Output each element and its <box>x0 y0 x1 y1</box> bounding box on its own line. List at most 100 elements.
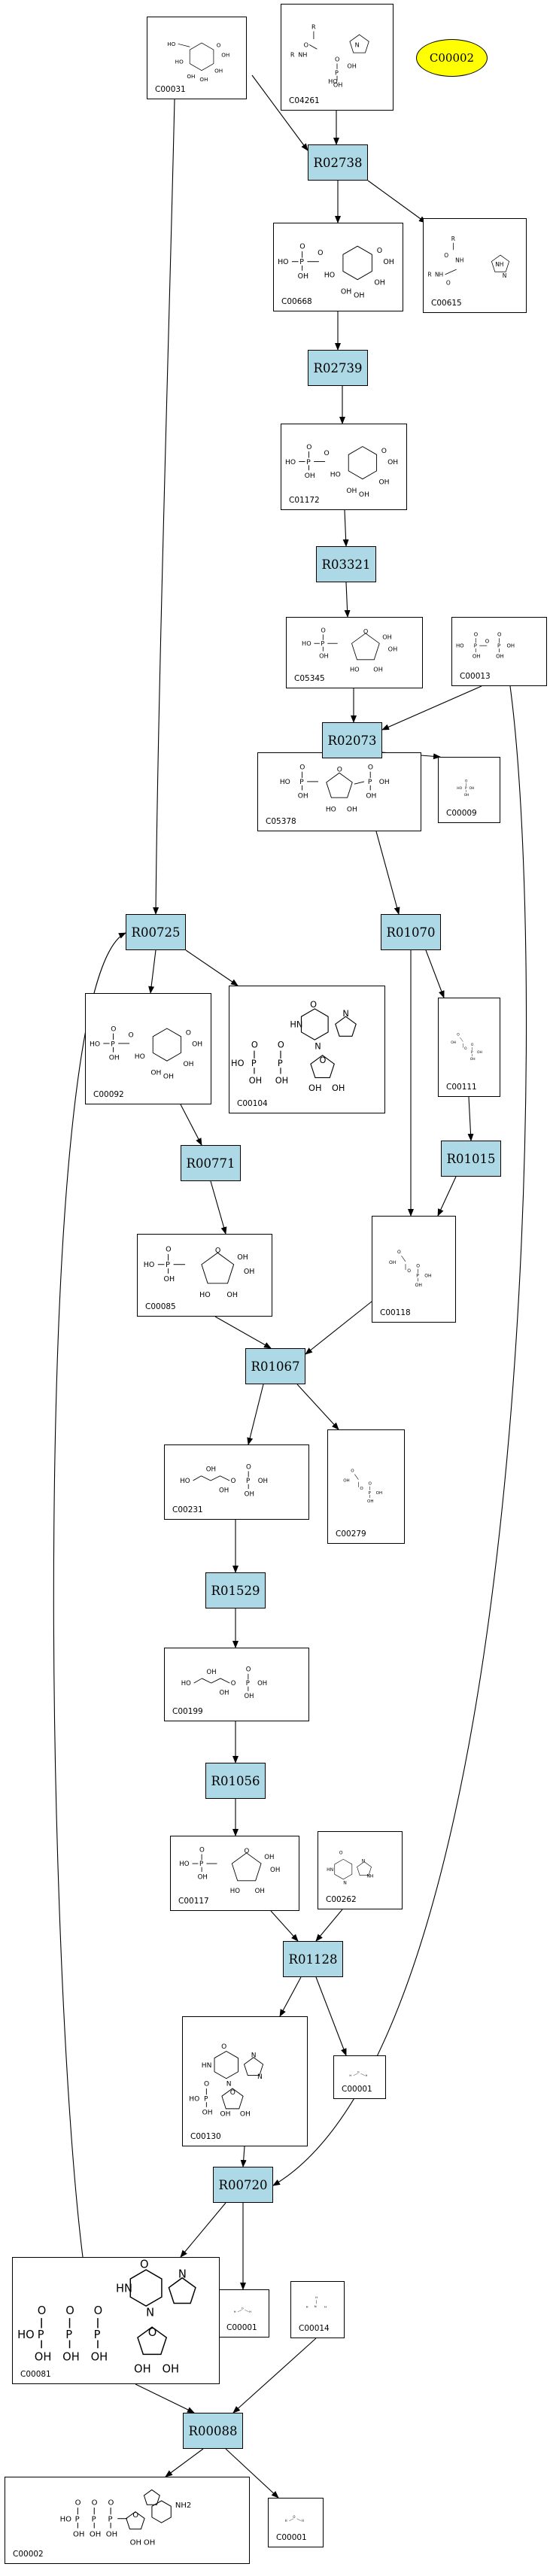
reaction-r01529[interactable]: R01529 <box>205 1572 266 1608</box>
svg-text:OH: OH <box>245 1490 254 1498</box>
svg-text:O: O <box>306 444 311 451</box>
structure-drawing: HOH <box>234 2307 251 2314</box>
compound-id-label: C04261 <box>289 96 320 105</box>
reaction-r01056[interactable]: R01056 <box>205 1763 266 1799</box>
svg-text:OH: OH <box>477 1050 482 1055</box>
svg-text:O: O <box>75 2499 81 2507</box>
reaction-r01015[interactable]: R01015 <box>441 1141 501 1177</box>
svg-text:O: O <box>299 764 305 771</box>
svg-text:N: N <box>226 2081 232 2088</box>
svg-text:P: P <box>369 1491 372 1496</box>
edge-c00031-r02738 <box>251 74 308 151</box>
reaction-r00771[interactable]: R00771 <box>181 1145 241 1181</box>
svg-text:P: P <box>465 786 467 791</box>
reaction-r03321[interactable]: R03321 <box>316 546 376 582</box>
reaction-r01067[interactable]: R01067 <box>245 1348 305 1384</box>
svg-text:O: O <box>148 2326 157 2339</box>
reaction-r02738[interactable]: R02738 <box>308 144 368 181</box>
compound-id-label: C00199 <box>172 1707 203 1716</box>
svg-text:O: O <box>474 632 479 638</box>
svg-text:OH: OH <box>424 1274 431 1279</box>
reaction-r02073[interactable]: R02073 <box>322 722 382 758</box>
svg-text:OH: OH <box>389 1260 396 1265</box>
svg-text:HO: HO <box>350 665 360 673</box>
svg-text:O: O <box>497 632 502 638</box>
reaction-r00720[interactable]: R00720 <box>213 2167 273 2203</box>
svg-text:OH: OH <box>207 1668 217 1675</box>
edge-c01172-r03321 <box>342 509 349 547</box>
svg-text:O: O <box>321 626 325 633</box>
svg-text:O: O <box>457 1032 460 1037</box>
reaction-r01070[interactable]: R01070 <box>381 914 441 950</box>
reaction-r00725[interactable]: R00725 <box>126 914 186 950</box>
svg-text:O: O <box>299 243 305 251</box>
svg-text:N: N <box>251 2052 257 2060</box>
reaction-r02739[interactable]: R02739 <box>308 350 368 386</box>
svg-text:O: O <box>132 2511 138 2520</box>
svg-text:N: N <box>315 2304 317 2308</box>
svg-text:N: N <box>146 2306 154 2319</box>
svg-text:OH: OH <box>183 1061 193 1068</box>
svg-text:OH: OH <box>164 1275 175 1283</box>
reaction-r00088[interactable]: R00088 <box>183 2413 243 2449</box>
svg-text:OH: OH <box>464 793 469 797</box>
svg-text:OH: OH <box>202 2110 213 2117</box>
edge-c00117-r01128 <box>270 1910 299 1942</box>
svg-text:H: H <box>249 2310 251 2313</box>
svg-text:HO: HO <box>231 1058 245 1068</box>
svg-text:P: P <box>251 1058 257 1068</box>
svg-text:R: R <box>311 23 316 31</box>
svg-text:OH: OH <box>374 279 384 287</box>
reaction-r01128[interactable]: R01128 <box>283 1941 343 1977</box>
highlight-compound-c00002[interactable]: C00002 <box>416 39 488 77</box>
svg-text:P: P <box>368 779 372 786</box>
svg-text:O: O <box>304 41 308 48</box>
edge-r00720-c00081 <box>180 2202 226 2258</box>
svg-text:OH: OH <box>332 1083 345 1093</box>
svg-text:OH: OH <box>226 1291 238 1299</box>
edge-c00081-r00725 <box>53 932 126 2258</box>
svg-text:P: P <box>474 643 477 649</box>
svg-text:P: P <box>471 1050 473 1055</box>
svg-text:OH: OH <box>298 792 308 800</box>
svg-text:OH: OH <box>473 653 481 659</box>
svg-text:O: O <box>199 1846 205 1854</box>
svg-text:O: O <box>416 1264 420 1269</box>
edge-r01128-c00001a <box>315 1976 347 2056</box>
svg-text:H: H <box>285 2519 287 2523</box>
svg-text:OH: OH <box>237 1253 248 1262</box>
svg-text:O: O <box>324 450 329 457</box>
